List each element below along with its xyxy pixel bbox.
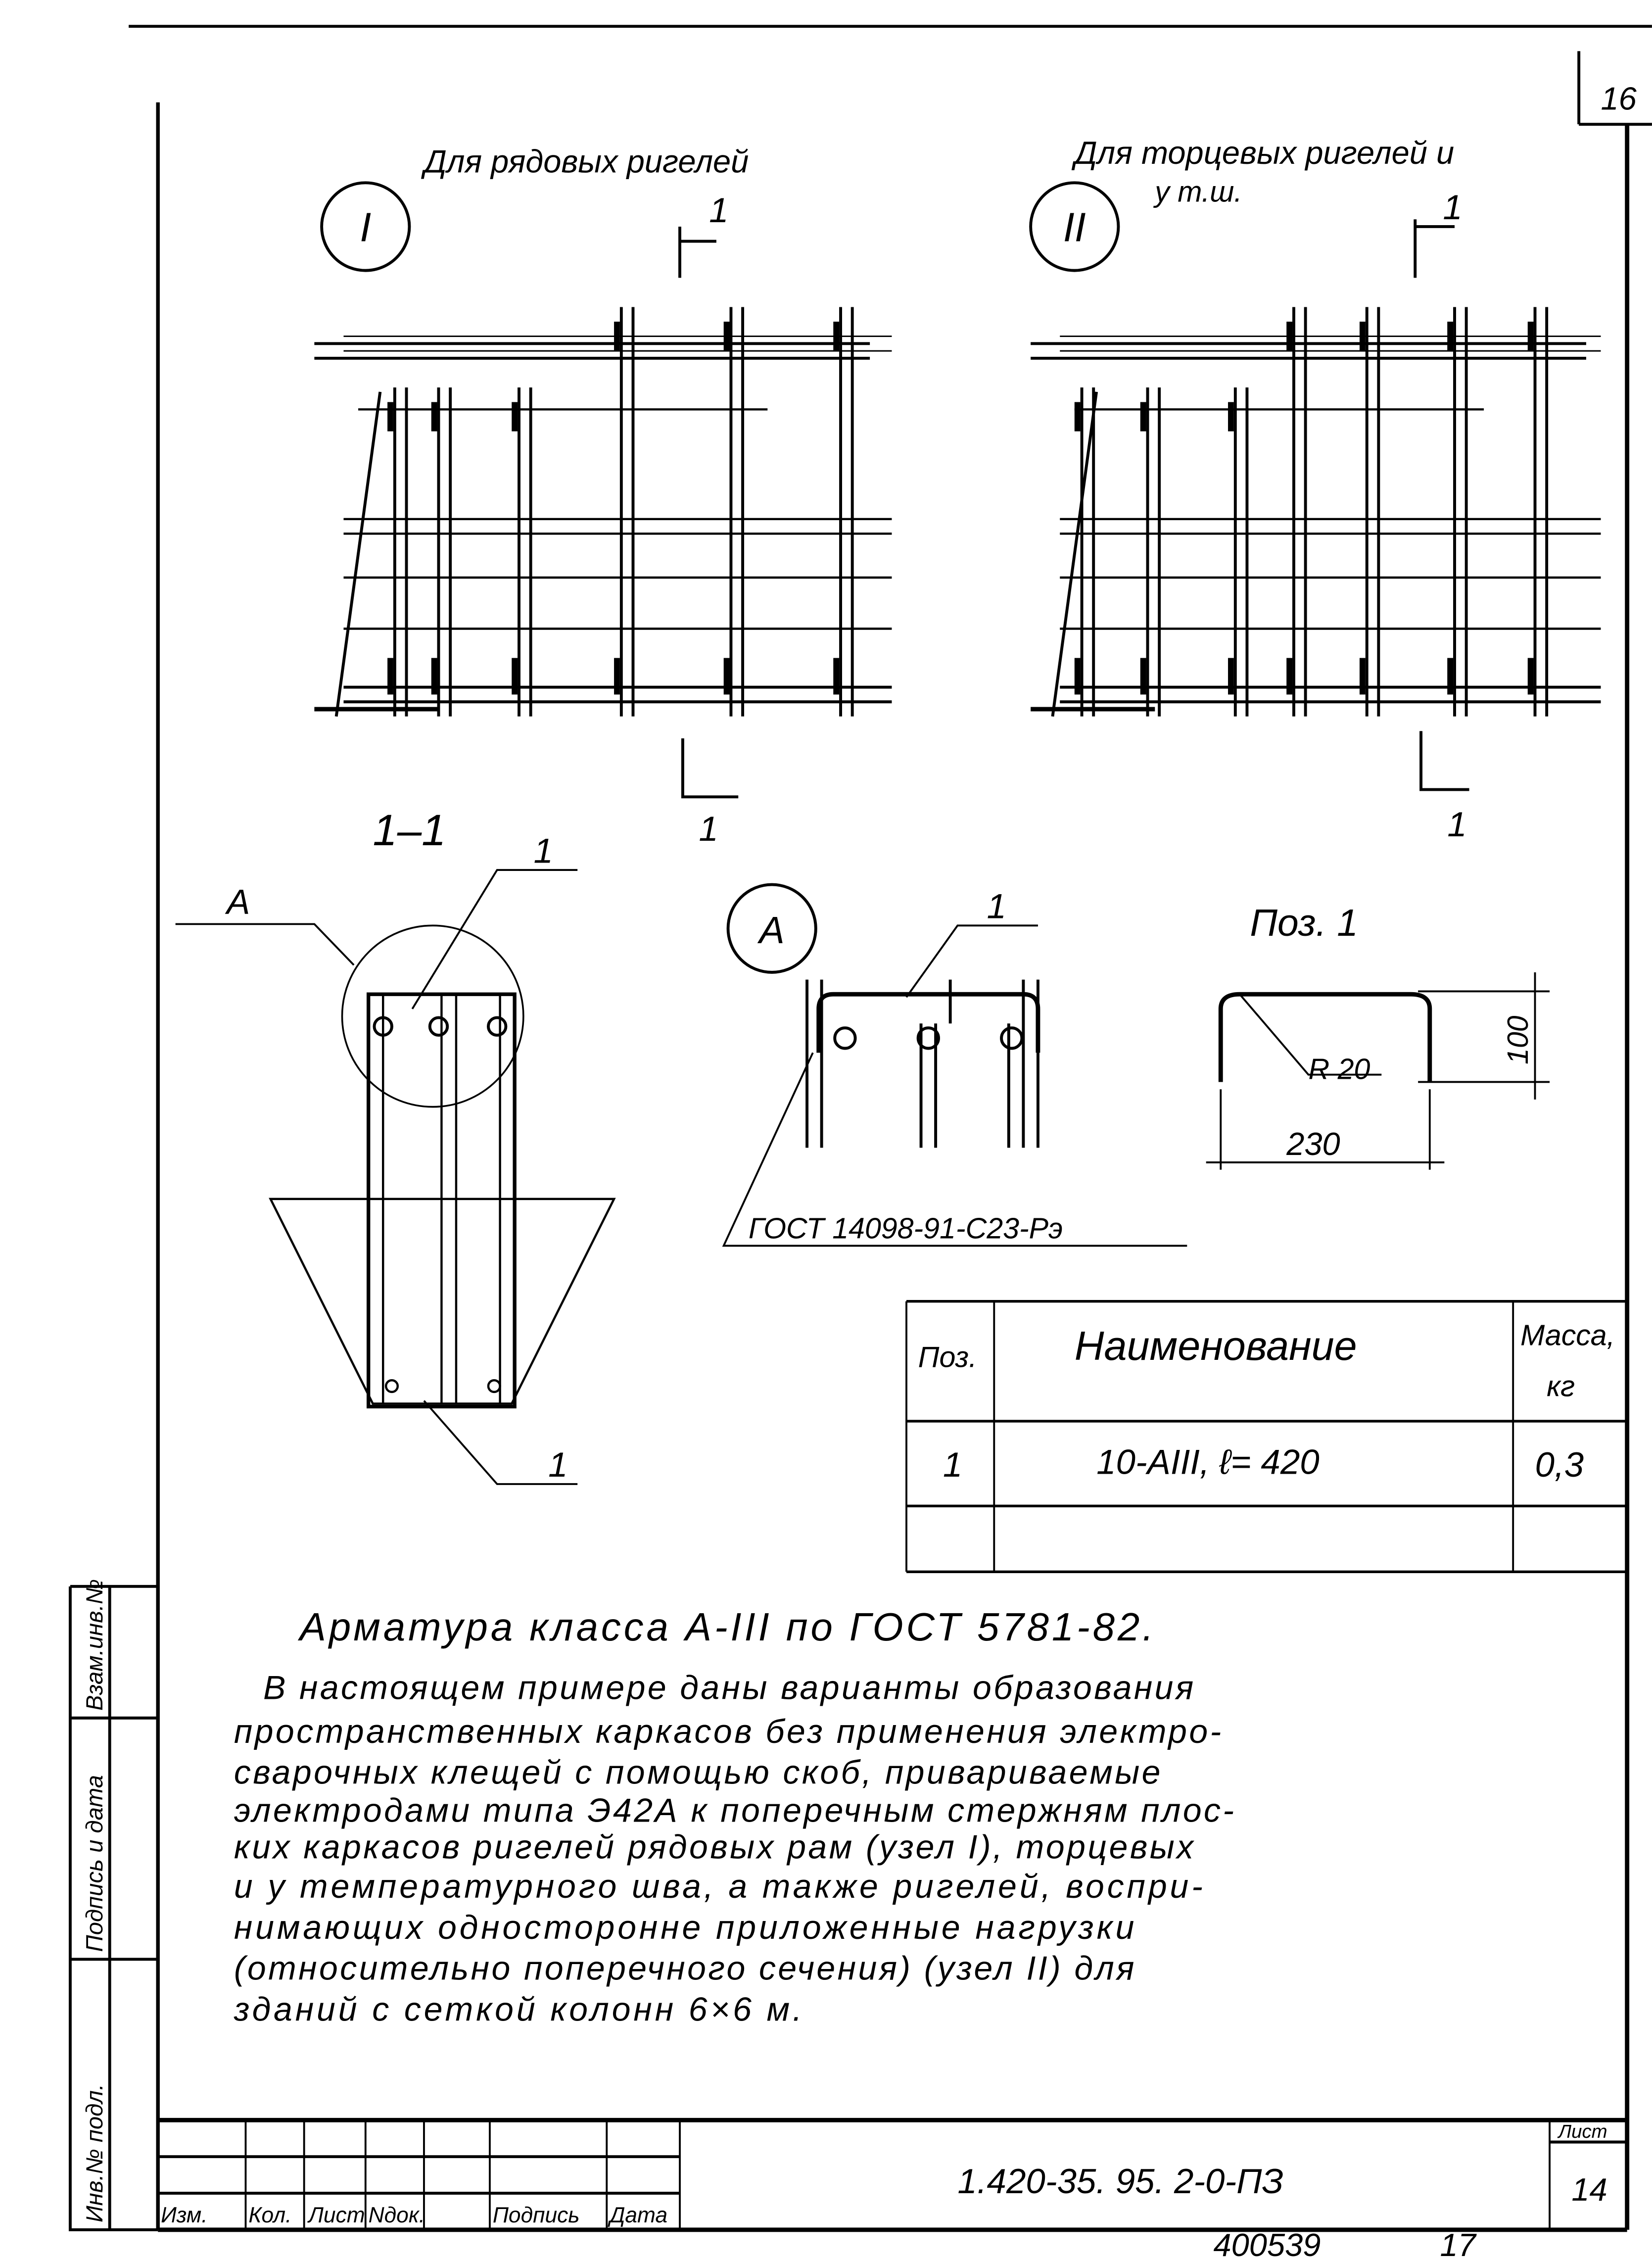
sheet-frame	[129, 25, 1652, 2230]
leader-1-bottom: 1	[548, 1445, 567, 1485]
side-stamp-signature-date: Подпись и дата	[82, 1775, 108, 1952]
note-line: зданий с сеткой колонн 6×6 м.	[234, 1990, 805, 2028]
note-line: (относительно поперечного сечения) (узел…	[234, 1950, 1136, 1987]
archive-suffix: 17	[1440, 2227, 1477, 2259]
title-left: Для рядовых ригелей	[421, 144, 749, 180]
callout-a-label: А	[225, 883, 250, 922]
section-title: 1–1	[373, 806, 446, 855]
leader-1-node-a: 1	[987, 887, 1006, 926]
title-block-col-list: Лист	[307, 2203, 365, 2227]
section-mark-bottom-left: 1	[699, 810, 718, 849]
section-marks	[678, 219, 1469, 799]
position-title: Поз. 1	[1250, 902, 1358, 944]
dimension-width: 230	[1286, 1126, 1340, 1162]
table-cell-name: 10-АIII, ℓ= 420	[1096, 1442, 1320, 1482]
inclined-bar	[1051, 391, 1098, 717]
table-header-pos: Поз.	[918, 1341, 977, 1374]
section-mark-bottom-right: 1	[1447, 805, 1466, 844]
archive-number: 400539	[1213, 2227, 1321, 2259]
corner-page-number: 16	[1601, 81, 1637, 117]
document-designation: 1.420-35. 95. 2-0-ПЗ	[957, 2162, 1283, 2201]
table-cell-mass: 0,3	[1535, 1445, 1584, 1485]
table-header-unit: кг	[1547, 1370, 1575, 1403]
node-a-detail	[722, 924, 1187, 1247]
rebar-cage-node-ii	[1031, 307, 1601, 717]
weld-standard-label: ГОСТ 14098-91-С23-Рэ	[749, 1212, 1063, 1245]
node-i-label: I	[360, 204, 371, 250]
node-i-marker	[320, 181, 411, 272]
side-stamp-original-inv: Инв.№ подл.	[82, 2084, 108, 2222]
position-1-bracket	[1206, 972, 1550, 1170]
section-1-1-view	[175, 869, 616, 1485]
note-line: и у температурного шва, а также ригелей,…	[234, 1868, 1206, 1905]
inclined-bar	[334, 391, 382, 717]
rebar-cage-node-i	[314, 307, 892, 717]
note-line: ких каркасов ригелей рядовых рам (узел I…	[234, 1828, 1196, 1866]
node-a-label: А	[757, 909, 785, 952]
dimension-radius: R 20	[1309, 1053, 1370, 1086]
note-line: нимающих односторонне приложенные нагруз…	[234, 1909, 1137, 1946]
title-block	[158, 2117, 1627, 2232]
table-header-mass: Масса,	[1520, 1319, 1615, 1351]
note-line: В настоящем примере даны варианты образо…	[263, 1669, 1196, 1706]
title-block-col-izm: Изм.	[161, 2203, 208, 2227]
node-ii-marker	[1029, 181, 1120, 272]
notes: Арматура класса А-III по ГОСТ 5781-82. В…	[234, 1605, 1236, 2028]
title-right-line2: у т.ш.	[1153, 176, 1242, 208]
title-right-line1: Для торцевых ригелей и	[1072, 135, 1454, 171]
specification-table	[905, 1300, 1627, 1573]
leader-1-top: 1	[534, 831, 553, 870]
title-block-col-signature: Подпись	[493, 2203, 580, 2227]
side-stamp-replacement-inv: Взам.инв.№	[82, 1579, 108, 1711]
node-a-marker	[726, 883, 817, 974]
note-line: сварочных клещей с помощью скоб, привари…	[234, 1754, 1163, 1791]
table-cell-pos: 1	[943, 1445, 962, 1485]
table-header-name: Наименование	[1075, 1323, 1357, 1369]
title-block-col-kol: Кол.	[248, 2203, 291, 2227]
section-mark-top-left: 1	[709, 191, 728, 230]
note-line: электродами типа Э42А к поперечным стерж…	[234, 1792, 1236, 1829]
sheet-number: 14	[1571, 2171, 1607, 2208]
title-block-col-ndok: Nдок.	[369, 2203, 425, 2227]
section-mark-top-right: 1	[1443, 188, 1462, 227]
sheet-label: Лист	[1557, 2121, 1607, 2142]
title-block-col-date: Дата	[607, 2203, 667, 2227]
dimension-height: 100	[1502, 1015, 1534, 1064]
node-ii-label: II	[1063, 204, 1086, 250]
note-line: пространственных каркасов без применения…	[234, 1713, 1224, 1750]
side-stamp	[68, 1585, 158, 2231]
note-line: Арматура класса А-III по ГОСТ 5781-82.	[298, 1605, 1156, 1649]
